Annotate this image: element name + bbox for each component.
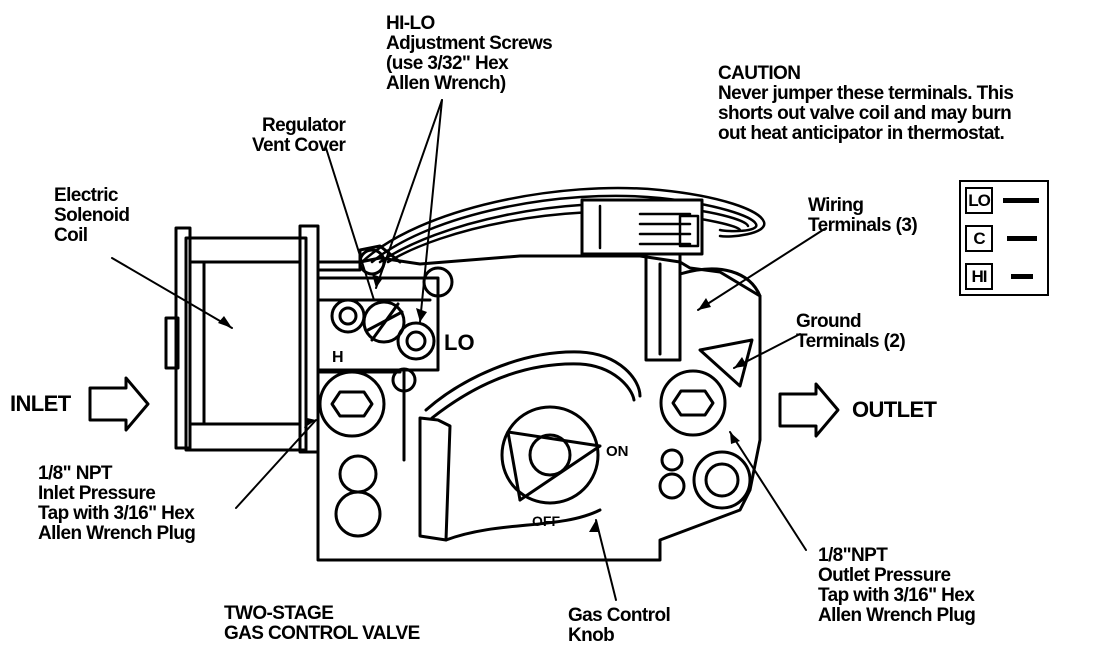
inlet-plug [318,370,386,438]
caution-title: CAUTION [718,63,801,84]
ground-terminal-tab [698,338,754,388]
hi-mark: H [332,349,344,366]
legend-key-lo: LO [965,187,993,214]
legend-key-hi: HI [965,263,993,290]
terminal-legend: LO C HI [959,180,1049,296]
valve-title: TWO-STAGE GAS CONTROL VALVE [224,603,420,644]
wire-harness [360,186,766,264]
outlet-plug [659,369,727,437]
outlet-label: OUTLET [852,397,937,422]
legend-row-lo: LO [961,182,1047,219]
outlet-pressure-tap-label: 1/8"NPT Outlet Pressure Tap with 3/16" H… [818,545,976,626]
inlet-pressure-tap-label: 1/8" NPT Inlet Pressure Tap with 3/16" H… [38,463,196,544]
legend-bar-hi [1011,274,1033,279]
legend-row-hi: HI [961,258,1047,295]
ground-terminals-label: Ground Terminals (2) [796,311,906,352]
gas-control-knob [500,405,602,505]
hi-lo-screws-label: HI-LO Adjustment Screws (use 3/32" Hex A… [386,13,553,94]
gas-control-knob-label: Gas Control Knob [568,605,671,646]
wiring-terminals-label: Wiring Terminals (3) [808,195,918,236]
leader-lines [111,99,827,601]
off-mark: OFF [532,513,560,529]
regulator-vent-label: Regulator Vent Cover [252,115,346,156]
inlet-arrow [88,376,150,432]
legend-bar-lo [1003,198,1039,203]
legend-key-c: C [965,225,993,252]
leader-arrowheads [218,274,747,532]
legend-bar-c [1007,236,1037,241]
outlet-arrow [778,382,840,438]
inlet-pressure-tap [334,454,382,538]
caution-note: CAUTION Never jumper these terminals. Th… [718,63,1014,144]
solenoid-coil [164,224,320,454]
inlet-label: INLET [10,391,71,416]
lo-mark: LO [444,330,475,355]
legend-row-c: C [961,220,1047,257]
outlet-pressure-tap [658,448,752,510]
wiring-terminal-block [644,254,762,362]
on-mark: ON [606,443,629,460]
hi-lo-adjustment-block [316,248,454,393]
solenoid-coil-label: Electric Solenoid Coil [54,185,130,246]
knob-shroud [418,350,642,542]
